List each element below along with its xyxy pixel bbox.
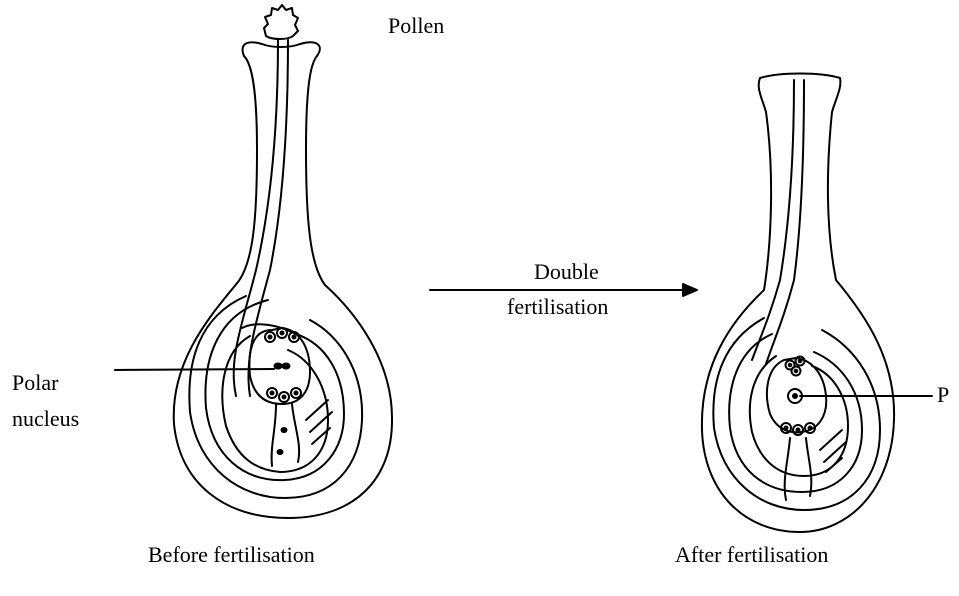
after-fertilisation-caption: After fertilisation xyxy=(675,541,828,569)
pollen-grain xyxy=(264,5,298,39)
ovule-before xyxy=(174,5,392,518)
style-canal-after-2 xyxy=(766,80,804,364)
micropyle-before xyxy=(272,404,300,466)
double-fertilisation-label-line2: fertilisation xyxy=(507,293,608,321)
polar-nuclei xyxy=(275,364,290,369)
ovule-after xyxy=(702,74,894,533)
polar-nucleus-label-line1: Polar xyxy=(12,369,58,397)
polar-nucleus-pointer xyxy=(115,369,274,370)
double-fertilisation-label-line1: Double xyxy=(534,258,599,286)
funicle-folds-after xyxy=(820,430,846,472)
before-fertilisation-caption: Before fertilisation xyxy=(148,541,315,569)
polar-nucleus-label-line2: nucleus xyxy=(12,405,79,433)
male-nuclei xyxy=(278,428,287,454)
outer-integument-after xyxy=(713,318,880,510)
p-label: P xyxy=(937,381,949,409)
ovule-outer-wall-after xyxy=(702,74,894,533)
ovule-outer-wall-before xyxy=(174,42,392,518)
pollen-label: Pollen xyxy=(388,12,444,40)
style-canal-after xyxy=(752,80,794,360)
